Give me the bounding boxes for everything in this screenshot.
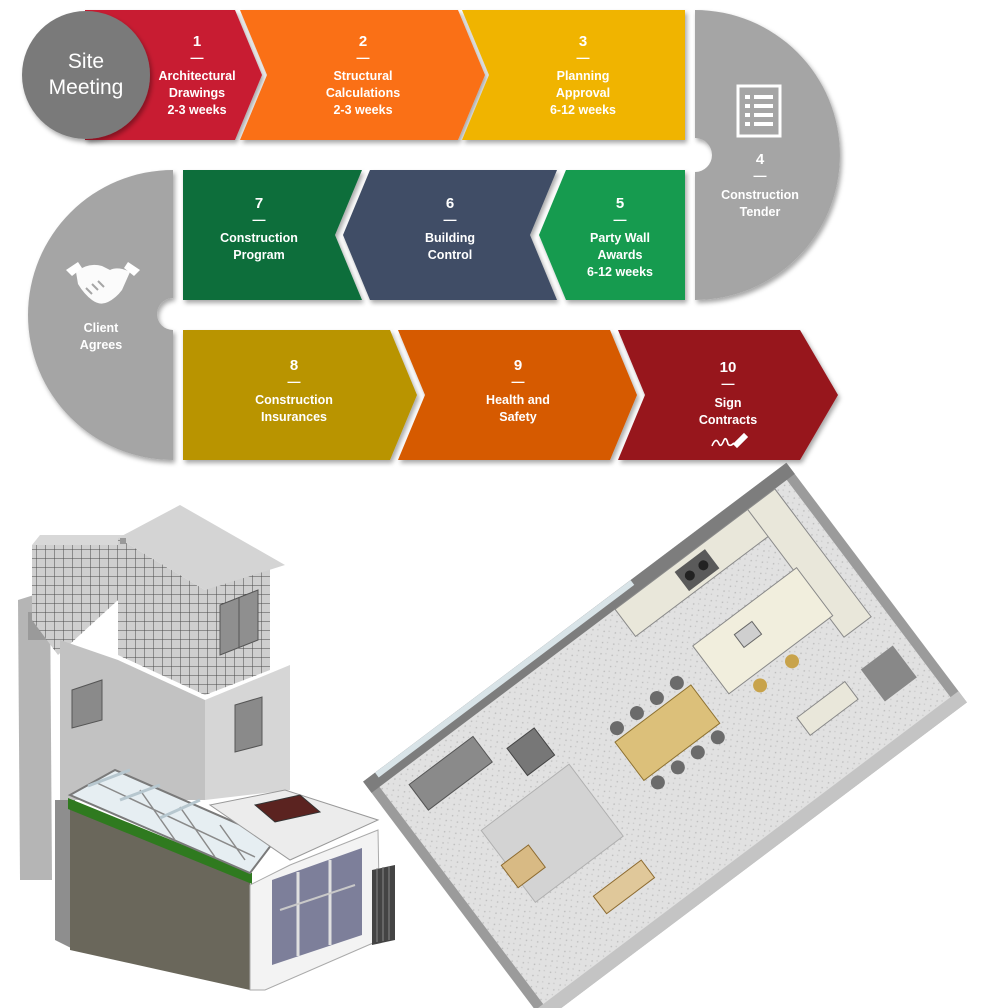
step-1-line3: 2-3 weeks: [167, 103, 226, 117]
step-10-line1: Sign: [714, 396, 741, 410]
step-8-line1: Construction: [255, 393, 333, 407]
step-1-line2: Drawings: [169, 86, 225, 100]
step-4-turn: [695, 10, 840, 300]
step-9-line2: Safety: [499, 410, 537, 424]
step-2-line1: Structural: [333, 69, 392, 83]
step-7-number: 7: [255, 195, 263, 212]
step-9-arrow: [398, 330, 637, 460]
step-4-line1: Construction: [721, 188, 799, 202]
step-3-arrow: [462, 10, 685, 140]
step-6-line2: Control: [428, 248, 472, 262]
step-5-line2: Awards: [598, 248, 643, 262]
step-10-arrow: [618, 330, 838, 460]
checklist-icon: [736, 84, 782, 138]
step-1-number: 1: [193, 33, 201, 50]
step-2-line2: Calculations: [326, 86, 400, 100]
step-8-number: 8: [290, 357, 298, 374]
step-3-line1: Planning: [557, 69, 610, 83]
step-9-line1: Health and: [486, 393, 550, 407]
step-3-line3: 6-12 weeks: [550, 103, 616, 117]
step-2-arrow: [240, 10, 485, 140]
step-5-line1: Party Wall: [590, 231, 650, 245]
house-extension-3d-model: [18, 505, 395, 991]
step-8-line2: Insurances: [261, 410, 327, 424]
step-5-number: 5: [616, 195, 624, 212]
site-meeting-label-1: Site: [68, 50, 104, 73]
step-10-dash: —: [722, 376, 735, 391]
step-6-number: 6: [446, 195, 454, 212]
step-7-dash: —: [253, 212, 266, 227]
site-meeting-label-2: Meeting: [49, 76, 124, 99]
client-line1: Client: [84, 321, 120, 335]
step-7-line1: Construction: [220, 231, 298, 245]
step-3-line2: Approval: [556, 86, 610, 100]
client-line2: Agrees: [80, 338, 122, 352]
step-6-arrow: [343, 170, 557, 300]
step-1-dash: —: [191, 50, 204, 65]
step-7-arrow: [183, 170, 362, 300]
step-6-dash: —: [444, 212, 457, 227]
step-9-dash: —: [512, 374, 525, 389]
step-3-dash: —: [577, 50, 590, 65]
step-2-line3: 2-3 weeks: [333, 103, 392, 117]
step-8-arrow: [183, 330, 417, 460]
signature-pen-icon: [711, 432, 749, 449]
step-3-number: 3: [579, 33, 587, 50]
client-turn: [28, 170, 173, 460]
step-9-number: 9: [514, 357, 522, 374]
step-10-number: 10: [720, 359, 737, 376]
step-5-dash: —: [614, 212, 627, 227]
step-10-line2: Contracts: [699, 413, 757, 427]
step-7-line2: Program: [233, 248, 284, 262]
site-meeting-circle: [22, 11, 150, 139]
step-2-number: 2: [359, 33, 367, 50]
step-4-dash: —: [754, 168, 767, 183]
step-5-line3: 6-12 weeks: [587, 265, 653, 279]
step-2-dash: —: [357, 50, 370, 65]
step-8-dash: —: [288, 374, 301, 389]
step-1-line1: Architectural: [158, 69, 235, 83]
kitchen-floor-plan-3d: [363, 462, 967, 1008]
step-4-number: 4: [756, 151, 765, 168]
step-5-arrow: [539, 170, 685, 300]
handshake-icon: [66, 262, 140, 304]
step-4-line2: Tender: [740, 205, 781, 219]
step-6-line1: Building: [425, 231, 475, 245]
